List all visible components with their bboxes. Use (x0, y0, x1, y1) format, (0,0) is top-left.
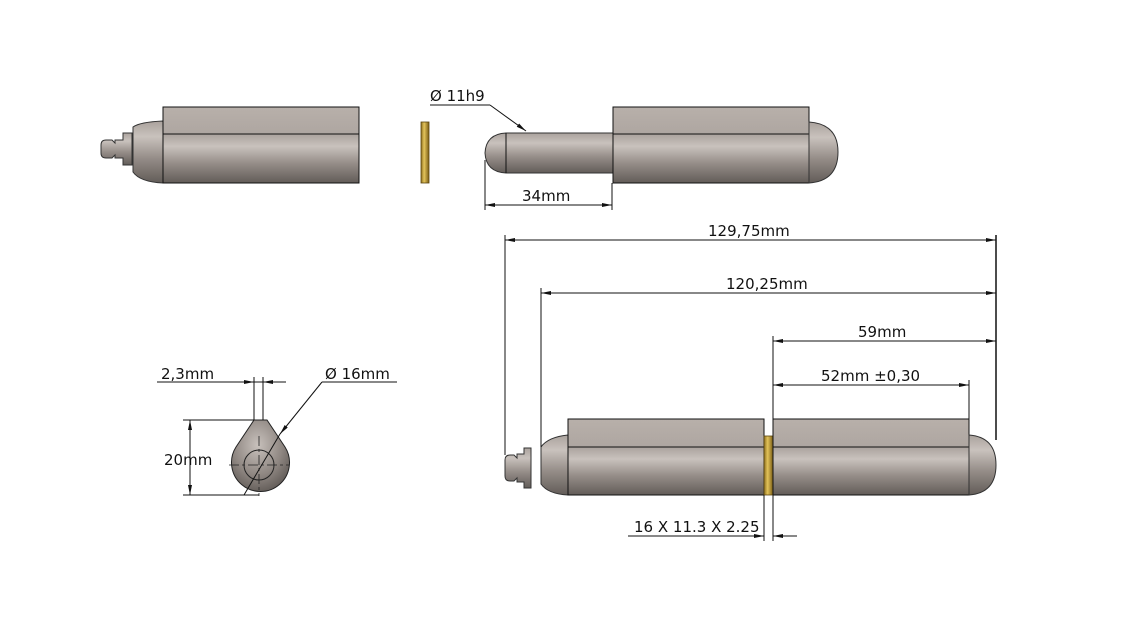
assembled-hinge (504, 418, 997, 496)
pin-diameter-callout: Ø 11h9 (430, 87, 527, 132)
half-length-label: 59mm (858, 323, 906, 341)
body-length-dimension: 120,25mm (540, 275, 996, 447)
end-view: 2,3mm Ø 16mm 20mm (157, 365, 397, 496)
height-label: 20mm (164, 451, 212, 469)
pin-length-dimension: 34mm (484, 160, 613, 210)
pin-length-label: 34mm (522, 187, 570, 205)
leaf-length-dimension: 52mm ±0,30 (773, 367, 970, 419)
diameter-label: Ø 16mm (325, 365, 390, 383)
brass-washer (420, 121, 430, 184)
female-hinge-part (100, 106, 360, 184)
leaf-length-label: 52mm ±0,30 (821, 367, 920, 385)
overall-length-dimension: 129,75mm (504, 222, 997, 455)
body-length-label: 120,25mm (726, 275, 808, 293)
pin-diameter-label: Ø 11h9 (430, 87, 485, 105)
fin-width-label: 2,3mm (161, 365, 214, 383)
male-hinge-part (484, 106, 839, 184)
washer-label: 16 X 11.3 X 2.25 (634, 518, 760, 536)
washer-dimension: 16 X 11.3 X 2.25 (628, 495, 797, 541)
overall-length-label: 129,75mm (708, 222, 790, 240)
grease-nipple-icon (100, 132, 133, 166)
half-length-dimension: 59mm (772, 323, 996, 419)
